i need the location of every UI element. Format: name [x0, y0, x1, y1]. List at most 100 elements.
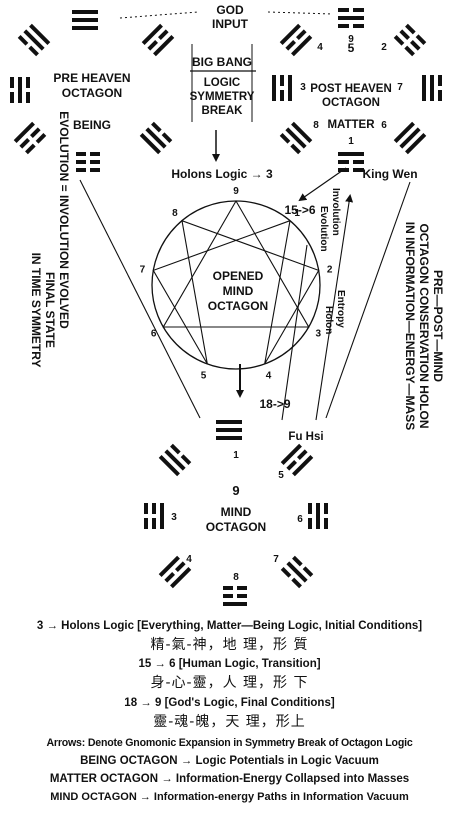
mind-octagon: 1 5 3 6 4 7 8 9 MIND OCTAGON [144, 420, 328, 606]
enneagram-title-line1: OPENED [213, 269, 264, 283]
label-15-6: 15->6 [284, 203, 315, 217]
god-input-line2: INPUT [212, 17, 249, 31]
caption-human-logic: 15 → 6 [Human Logic, Transition] [138, 658, 321, 670]
mind-number-5: 5 [278, 470, 284, 481]
post-number-2: 2 [381, 42, 387, 53]
enneagram-number-3: 3 [316, 329, 322, 340]
caption-matter-octagon: MATTER OCTAGON → Information-Energy Coll… [49, 773, 410, 785]
post-number-7: 7 [397, 82, 403, 93]
trigram-mind-right [308, 503, 328, 529]
post-heaven-octagon: 5 9 4 2 3 7 8 1 6 POST HEAVEN OCTAGON MA… [272, 8, 442, 181]
holon-label: Holon [323, 306, 334, 334]
caption-arrows: Arrows: Denote Gnomonic Expansion in Sym… [46, 737, 413, 749]
involution-label: Involution [330, 188, 341, 236]
arrow-entropy-holon [315, 194, 354, 421]
post-heaven-matter: MATTER [327, 119, 375, 131]
left-vertical-line2: FINAL STATE [43, 272, 57, 348]
caption-gods-logic: 18 → 9 [God's Logic, Final Conditions] [124, 697, 335, 709]
trigram-pre-bottom [76, 152, 100, 172]
trigram-pre-left [10, 77, 30, 103]
trigram-pre-topright [141, 23, 175, 57]
trigram-mind-top [216, 420, 242, 440]
enneagram-number-6: 6 [151, 329, 157, 340]
enneagram-number-5: 5 [201, 370, 207, 381]
label-18-9: 18->9 [259, 397, 290, 411]
mind-title-line2: OCTAGON [206, 520, 266, 534]
god-link-left [119, 11, 199, 19]
holon-group: Holon [323, 306, 334, 334]
post-number-9: 9 [348, 34, 354, 45]
trigram-pre-bottomright [139, 121, 173, 155]
enneagram-number-9: 9 [233, 186, 239, 197]
enneagram-number-4: 4 [266, 370, 272, 381]
trigram-post-right [422, 75, 442, 101]
trigram-post-left [272, 75, 292, 101]
trigram-pre-bottomleft [13, 121, 47, 155]
caption-chinese-3: 靈-魂-魄，天 理，形上 [153, 714, 306, 730]
right-vertical-group-2: OCTAGON CONSERVATION HOLON [417, 223, 431, 428]
post-heaven-title-line1: POST HEAVEN [310, 83, 392, 95]
trigram-post-bottomright [393, 121, 427, 155]
trigram-mind-bottomleft [158, 555, 192, 589]
enneagram-number-8: 8 [172, 208, 178, 219]
fu-hsi-label: Fu Hsi [288, 431, 323, 443]
enneagram-number-1: 1 [294, 208, 300, 219]
mind-number-1: 1 [233, 450, 239, 461]
enneagram-number-7: 7 [140, 265, 146, 276]
mind-number-6: 6 [297, 514, 303, 525]
trigram-mind-bottom [223, 586, 247, 606]
evolution-label: Evolution [318, 206, 329, 252]
god-link-right [267, 11, 333, 15]
right-funnel-line [325, 181, 411, 419]
pre-heaven-octagon: PRE HEAVEN OCTAGON BEING [10, 10, 175, 172]
big-bang-label: BIG BANG [192, 55, 252, 69]
left-vertical-text: EVOLUTION = INVOLUTION EVOLVED [57, 111, 71, 329]
trigram-post-bottom [338, 152, 364, 172]
post-number-6: 6 [381, 120, 387, 131]
caption-mind-octagon: MIND OCTAGON → Information-energy Paths … [50, 791, 409, 803]
left-funnel-line [79, 179, 201, 419]
enneagram-star [152, 219, 320, 365]
pre-heaven-title-line2: OCTAGON [62, 86, 122, 100]
trigram-pre-topleft [17, 23, 51, 57]
mind-center-number: 9 [232, 483, 239, 498]
post-heaven-title-line2: OCTAGON [322, 97, 380, 109]
trigram-mind-topright [280, 443, 314, 477]
entropy-label: Entropy [335, 290, 346, 328]
post-number-8: 8 [313, 120, 319, 131]
left-vertical-group-3: IN TIME SYMMETRY [29, 253, 43, 368]
god-input-line1: GOD [216, 3, 244, 17]
right-vertical-line3: IN INFORMATION—ENERGY—MASS [403, 222, 417, 430]
symmetry-break-line3: BREAK [202, 105, 244, 117]
enneagram-title-line2: MIND [223, 284, 254, 298]
enneagram-triangle [162, 200, 310, 328]
entropy-group: Entropy [335, 290, 346, 328]
mind-number-8: 8 [233, 572, 239, 583]
trigram-post-topleft [279, 23, 313, 57]
line-involution [281, 244, 308, 421]
right-vertical-line1: PRE—POST—MIND [431, 270, 445, 382]
caption-holons-logic: 3 → Holons Logic [Everything, Matter—Bei… [36, 620, 423, 632]
right-vertical-group-1: PRE—POST—MIND [431, 270, 445, 382]
trigram-post-topright [393, 23, 427, 57]
pre-heaven-title-line1: PRE HEAVEN [53, 71, 130, 85]
post-number-3: 3 [300, 82, 306, 93]
caption-being-octagon: BEING OCTAGON → Logic Potentials in Logi… [80, 755, 379, 767]
mind-number-7: 7 [273, 554, 279, 565]
caption-chinese-2: 身-心-靈，人 理，形 下 [150, 675, 309, 691]
pre-heaven-being: BEING [73, 118, 111, 132]
mind-title-line1: MIND [221, 505, 252, 519]
post-number-4: 4 [317, 42, 323, 53]
caption-chinese-1: 精-氣-神，地 理，形 質 [150, 637, 309, 653]
mind-number-3: 3 [171, 512, 177, 523]
right-vertical-line2: OCTAGON CONSERVATION HOLON [417, 223, 431, 428]
enneagram-title-line3: OCTAGON [208, 299, 268, 313]
involution-group: Involution [330, 188, 341, 236]
trigram-mind-bottomright [280, 555, 314, 589]
left-vertical-line3: IN TIME SYMMETRY [29, 253, 43, 368]
mind-number-4: 4 [186, 554, 192, 565]
trigram-mind-left [144, 503, 164, 529]
arrow-15-6 [298, 167, 347, 202]
